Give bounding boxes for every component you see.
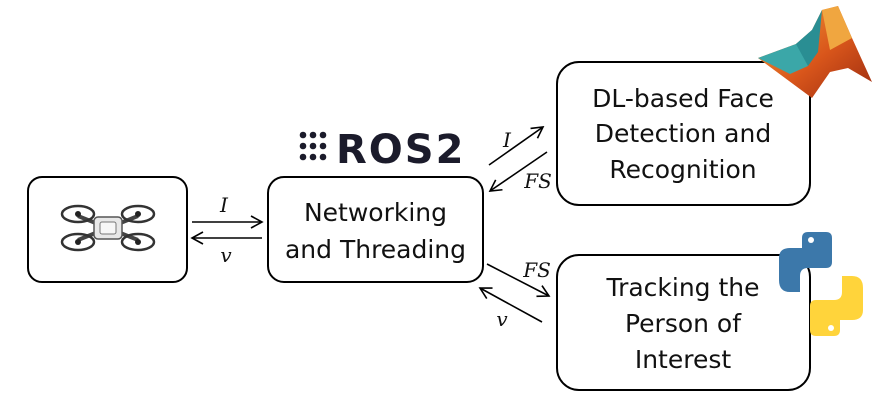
edge-label-net-to-face: I	[502, 128, 512, 152]
drone-icon	[60, 204, 156, 252]
python-logo-icon	[779, 232, 863, 336]
ros-dots-icon	[299, 131, 327, 161]
tracking-node: Tracking the Person of Interest	[556, 254, 811, 391]
matlab-logo-icon	[758, 6, 872, 98]
face-label-line-2: Detection and	[595, 119, 771, 148]
face-label-line-1: DL-based Face	[592, 84, 774, 113]
face-label-line-3: Recognition	[609, 155, 756, 184]
networking-node: Networking and Threading	[267, 176, 484, 283]
ros-logo: ROS2	[299, 127, 465, 173]
edge-tracking-to-networking: v	[478, 287, 543, 331]
tracking-label-line-1: Tracking the	[605, 273, 759, 302]
networking-label-line-1: Networking	[304, 198, 447, 227]
edge-label-face-to-net: FS	[523, 169, 552, 193]
edge-label-track-to-net: v	[496, 307, 508, 331]
face-detection-node: DL-based Face Detection and Recognition	[556, 61, 811, 206]
edge-label-net-to-drone: v	[220, 243, 232, 267]
drone-node	[27, 176, 188, 283]
edge-label-drone-to-net: I	[219, 193, 229, 217]
edge-networking-to-face: I	[488, 126, 545, 166]
edge-drone-to-networking: I	[192, 193, 264, 229]
ros-logo-text: ROS2	[336, 127, 465, 173]
edge-networking-to-tracking: FS	[486, 258, 551, 298]
edge-networking-to-drone: v	[190, 231, 262, 267]
tracking-label-line-2: Person of	[625, 309, 742, 338]
edge-label-net-to-track: FS	[522, 258, 551, 282]
tracking-label-line-3: Interest	[635, 345, 732, 374]
edge-face-to-networking: FS	[488, 151, 552, 193]
networking-label-line-2: and Threading	[285, 235, 466, 264]
